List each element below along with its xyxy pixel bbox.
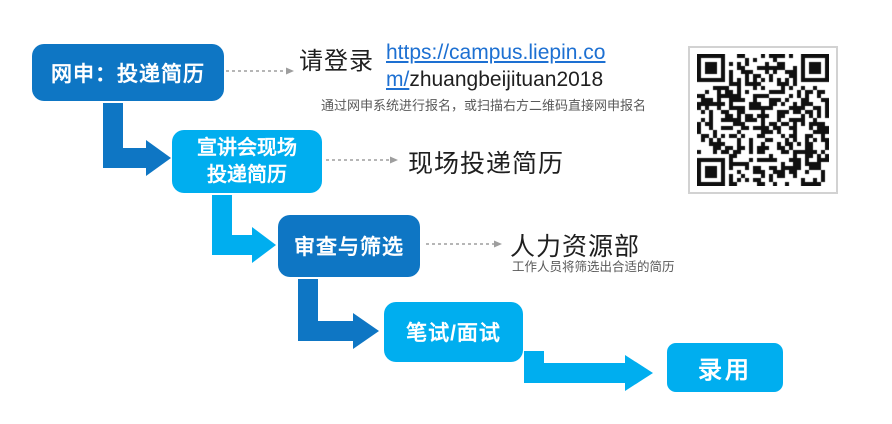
application-url-link-line1[interactable]: https://campus.liepin.co: [386, 41, 606, 64]
application-url-plain: zhuangbeijituan2018: [409, 68, 604, 91]
flow-step-label: 录用: [698, 357, 752, 384]
hr-department-title: 人力资源部: [510, 233, 641, 261]
application-url: https://campus.liepin.co m/zhuangbeijitu…: [386, 39, 632, 93]
flow-step-onsite-submission: 宣讲会现场 投递简历: [172, 130, 322, 193]
flow-step-label: 审查与筛选: [294, 236, 404, 259]
flow-step-label: 笔试/面试: [406, 322, 501, 345]
hr-department-caption: 工作人员将筛选出合适的简历: [512, 260, 675, 274]
online-application-caption: 通过网申系统进行报名，或扫描右方二维码直接网申报名: [321, 98, 647, 113]
elbow-arrow-step2-step3: [212, 195, 276, 263]
onsite-note-text: 现场投递简历: [408, 150, 565, 178]
dashed-arrow-hr-note: [426, 240, 502, 248]
elbow-arrow-step3-step4: [298, 279, 379, 349]
application-url-link-line2[interactable]: m/: [386, 68, 410, 91]
elbow-arrow-step1-step2: [103, 103, 171, 176]
flow-step-label: 网申：投递简历: [51, 62, 205, 86]
flow-step-online-application: 网申：投递简历: [32, 44, 224, 101]
flow-step-hired: 录用: [667, 343, 783, 392]
qr-code-icon: [697, 54, 829, 186]
dashed-arrow-online-note: [226, 67, 294, 75]
flow-step-label-line1: 宣讲会现场: [197, 136, 297, 159]
login-prefix-text: 请登录: [299, 48, 374, 75]
flow-step-label-line2: 投递简历: [207, 163, 287, 186]
dashed-arrow-onsite-note: [326, 156, 398, 164]
elbow-arrow-step4-step5: [524, 351, 653, 391]
flow-step-written-test-interview: 笔试/面试: [384, 302, 523, 362]
qr-code-frame: [688, 46, 838, 194]
flow-step-review-screening: 审查与筛选: [278, 215, 420, 277]
